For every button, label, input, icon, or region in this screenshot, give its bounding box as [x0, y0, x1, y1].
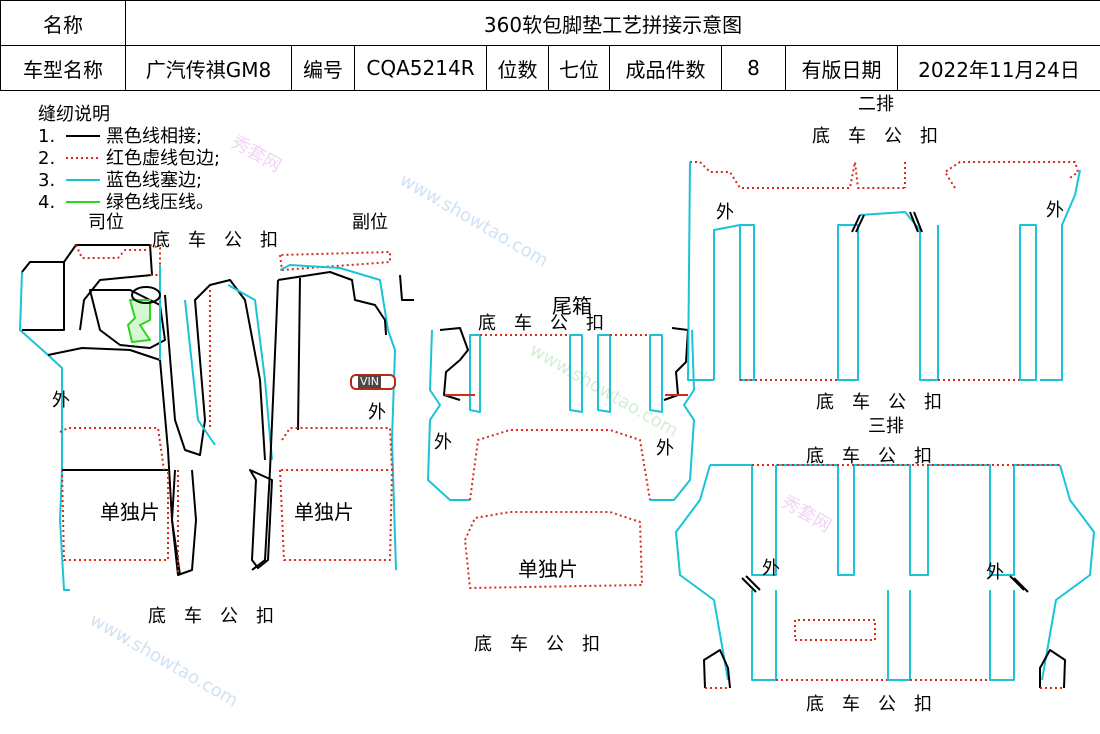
clip-label: 底 车 公 扣: [478, 313, 604, 334]
seats-label: 位数: [486, 45, 549, 91]
seats-value: 七位: [548, 45, 610, 91]
legend-text: 红色虚线包边;: [106, 148, 221, 169]
legend-num: 2.: [38, 148, 56, 169]
clip-label: 底 车 公 扣: [474, 634, 600, 655]
page-title: 360软包脚垫工艺拼接示意图: [124, 0, 1100, 46]
legend-text: 绿色线压线。: [106, 192, 214, 213]
driver-label: 司位: [88, 212, 124, 233]
row3-label: 三排: [868, 416, 904, 437]
passenger-mat: [249, 251, 414, 571]
name-label: 名称: [0, 0, 126, 46]
vin-text: VIN: [358, 375, 381, 388]
outer-label: 外: [762, 558, 780, 579]
vin-badge: VIN: [350, 374, 396, 390]
outer-label: 外: [1046, 200, 1064, 221]
clip-label: 底 车 公 扣: [806, 694, 932, 715]
legend-heading: 缝纫说明: [38, 104, 110, 125]
clip-label: 底 车 公 扣: [148, 606, 274, 627]
outer-label: 外: [52, 390, 70, 411]
model-label: 车型名称: [0, 45, 126, 91]
legend-text: 黑色线相接;: [106, 126, 203, 147]
pieces-value: 8: [721, 45, 786, 91]
separate-piece-label: 单独片: [100, 500, 160, 524]
driver-mat: [19, 244, 273, 591]
legend-item: 1. 黑色线相接;: [38, 126, 220, 148]
outer-label: 外: [434, 432, 452, 453]
model-value: 广汽传祺GM8: [125, 45, 292, 91]
legend-num: 4.: [38, 192, 56, 213]
clip-label: 底 车 公 扣: [152, 230, 278, 251]
date-value: 2022年11月24日: [896, 45, 1100, 91]
pieces-label: 成品件数: [609, 45, 722, 91]
outer-label: 外: [656, 438, 674, 459]
clip-label: 底 车 公 扣: [816, 392, 942, 413]
header-table: 名称 360软包脚垫工艺拼接示意图 车型名称 广汽传祺GM8 编号 CQA521…: [0, 0, 1100, 91]
outer-label: 外: [716, 202, 734, 223]
code-label: 编号: [291, 45, 355, 91]
legend-text: 蓝色线塞边;: [106, 170, 203, 191]
row2-mat: [687, 161, 1081, 381]
legend-item: 2. 红色虚线包边;: [38, 148, 220, 170]
outer-label: 外: [368, 402, 386, 423]
legend-num: 3.: [38, 170, 56, 191]
trunk-mat: [427, 327, 695, 589]
sewing-legend: 缝纫说明 1. 黑色线相接; 2. 红色虚线包边; 3. 蓝色线塞边; 4. 绿…: [38, 104, 220, 214]
passenger-label: 副位: [352, 212, 388, 233]
mat-pattern-diagram: [19, 135, 1095, 689]
legend-item: 4. 绿色线压线。: [38, 192, 220, 214]
outer-label: 外: [986, 562, 1004, 583]
clip-label: 底 车 公 扣: [806, 446, 932, 467]
row2-label: 二排: [858, 94, 894, 115]
legend-num: 1.: [38, 126, 56, 147]
trunk-label: 尾箱: [552, 294, 592, 318]
legend-item: 3. 蓝色线塞边;: [38, 170, 220, 192]
clip-label: 底 车 公 扣: [812, 126, 938, 147]
separate-piece-label: 单独片: [518, 557, 578, 581]
code-value: CQA5214R: [354, 45, 487, 91]
date-label: 有版日期: [785, 45, 898, 91]
separate-piece-label: 单独片: [294, 500, 354, 524]
row3-mat: [675, 464, 1095, 689]
